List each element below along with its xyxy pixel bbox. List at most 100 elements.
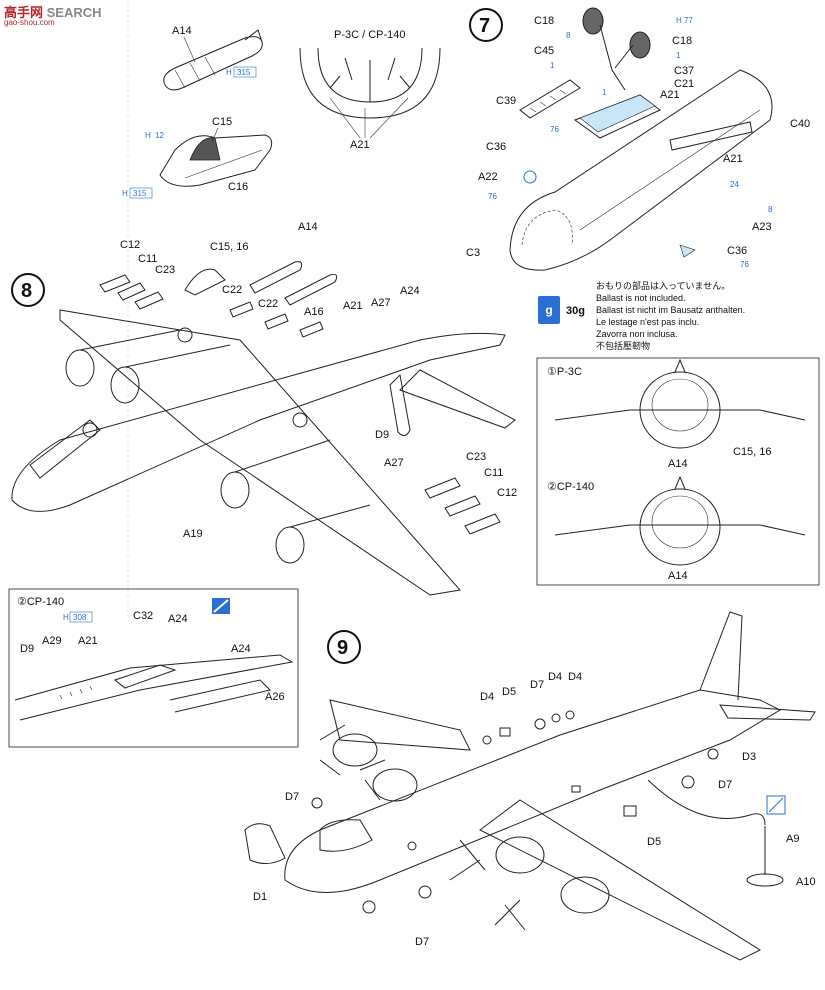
s9-a9: A9 <box>786 833 799 845</box>
pod-part <box>159 134 273 187</box>
s7-c45: C45 <box>534 45 554 57</box>
variant-a14a: A14 <box>668 458 688 470</box>
cockpit-detail <box>299 47 441 119</box>
s8-c22b: C22 <box>258 298 278 310</box>
s7-c40: C40 <box>790 118 810 130</box>
s8-a19: A19 <box>183 528 203 540</box>
s8-d9: D9 <box>375 429 389 441</box>
s9-a10: A10 <box>796 876 816 888</box>
step-9-badge <box>327 630 361 664</box>
h-prefix: H <box>226 68 232 77</box>
ballast-line: Le lestage n'est pas inclu. <box>596 317 700 327</box>
s7-a22: A22 <box>478 171 498 183</box>
h7-76a: 76 <box>550 125 559 134</box>
s9-d7a: D7 <box>530 679 544 691</box>
s7-c36b: C36 <box>727 245 747 257</box>
ballast-weight: 30g <box>566 305 585 317</box>
variant-c1516: C15, 16 <box>733 446 772 458</box>
cp140-box <box>8 588 299 748</box>
h-12-val: 12 <box>155 131 164 140</box>
ballast-line: おもりの部品は入っていません。 <box>596 281 731 291</box>
ballast-icon: g <box>538 296 560 324</box>
s7-c36a: C36 <box>486 141 506 153</box>
cp140-fuselage <box>14 654 294 721</box>
h7-8a: 8 <box>566 31 571 40</box>
h7-1c: 1 <box>602 88 607 97</box>
h7-8b: 8 <box>768 205 773 214</box>
aircraft-underside-step8 <box>11 309 516 596</box>
watermark-brand: 高手网 <box>4 5 44 20</box>
s7-a21b: A21 <box>723 153 743 165</box>
h7-76b: 76 <box>488 192 497 201</box>
step8-loose-parts <box>99 261 501 535</box>
stand-marker-icon <box>766 795 786 815</box>
s9-d4c: D4 <box>568 671 582 683</box>
cp140-h-prefix: H <box>63 613 69 622</box>
step9-loose-parts <box>244 710 786 899</box>
h-12: H <box>145 131 151 140</box>
ballast-line: 不包括壓韌物 <box>596 341 651 351</box>
cp140-a29: A29 <box>42 635 62 647</box>
watermark-site: gao-shou.com <box>4 18 55 27</box>
h7-prefix-77: H <box>676 16 682 25</box>
s8-a27a: A27 <box>371 297 391 309</box>
variant-p3c-drawing <box>554 358 806 449</box>
s8-c12a: C12 <box>120 239 140 251</box>
h-315-prefix: H <box>122 189 128 198</box>
s9-d1: D1 <box>253 891 267 903</box>
cockpit-title: P-3C / CP-140 <box>334 29 406 41</box>
step-8-number: 8 <box>21 280 32 302</box>
s9-d7b: D7 <box>718 779 732 791</box>
nose-fuselage <box>509 69 773 271</box>
cp140-d9: D9 <box>20 643 34 655</box>
s7-c18a: C18 <box>534 15 554 27</box>
label-c16: C16 <box>228 181 248 193</box>
s8-c12b: C12 <box>497 487 517 499</box>
s8-c23a: C23 <box>155 264 175 276</box>
ballast-note: おもりの部品は入っていません。 Ballast is not included.… <box>596 280 745 352</box>
s9-d5a: D5 <box>502 686 516 698</box>
cp140-a21: A21 <box>78 635 98 647</box>
s9-d3: D3 <box>742 751 756 763</box>
h7-24: 24 <box>730 180 739 189</box>
s9-d7c: D7 <box>285 791 299 803</box>
cp140-a26: A26 <box>265 691 285 703</box>
cp140-h308: 308 <box>73 613 87 622</box>
s9-d4b: D4 <box>548 671 562 683</box>
s7-c39: C39 <box>496 95 516 107</box>
h7-1b: 1 <box>550 61 555 70</box>
cp140-title: ②CP-140 <box>17 596 64 608</box>
watermark: 高手网 SEARCH <box>4 2 102 21</box>
h-315-a: 315 <box>237 68 251 77</box>
torpedo-part <box>163 29 263 91</box>
step-8-badge <box>11 273 45 307</box>
cockpit-a21: A21 <box>350 139 370 151</box>
ballast-line: Ballast is not included. <box>596 293 686 303</box>
s8-a16: A16 <box>304 306 324 318</box>
s8-c11a: C11 <box>138 253 157 265</box>
s8-c23b: C23 <box>466 451 486 463</box>
watermark-search: SEARCH <box>46 5 102 20</box>
step-9-number: 9 <box>337 637 348 659</box>
s8-c11b: C11 <box>484 467 503 479</box>
variant-cp140-drawing <box>554 475 806 566</box>
ballast-line: Zavorra non inclusa. <box>596 329 678 339</box>
s9-d4a: D4 <box>480 691 494 703</box>
variant-p3c: ①P-3C <box>547 366 582 378</box>
h-315-b: 315 <box>133 189 147 198</box>
step-7-number: 7 <box>479 15 490 37</box>
nose-bay <box>519 79 753 258</box>
s8-a14: A14 <box>298 221 318 233</box>
cp140-a24a: A24 <box>168 613 188 625</box>
variant-box <box>536 357 820 586</box>
s7-c21: C21 <box>674 78 694 90</box>
s7-c37: C37 <box>674 65 694 77</box>
s7-a23: A23 <box>752 221 772 233</box>
s9-d7d: D7 <box>415 936 429 948</box>
variant-a14b: A14 <box>668 570 688 582</box>
label-a14: A14 <box>172 25 192 37</box>
s8-a24: A24 <box>400 285 420 297</box>
s8-a27b: A27 <box>384 457 404 469</box>
variant-cp140: ②CP-140 <box>547 481 594 493</box>
